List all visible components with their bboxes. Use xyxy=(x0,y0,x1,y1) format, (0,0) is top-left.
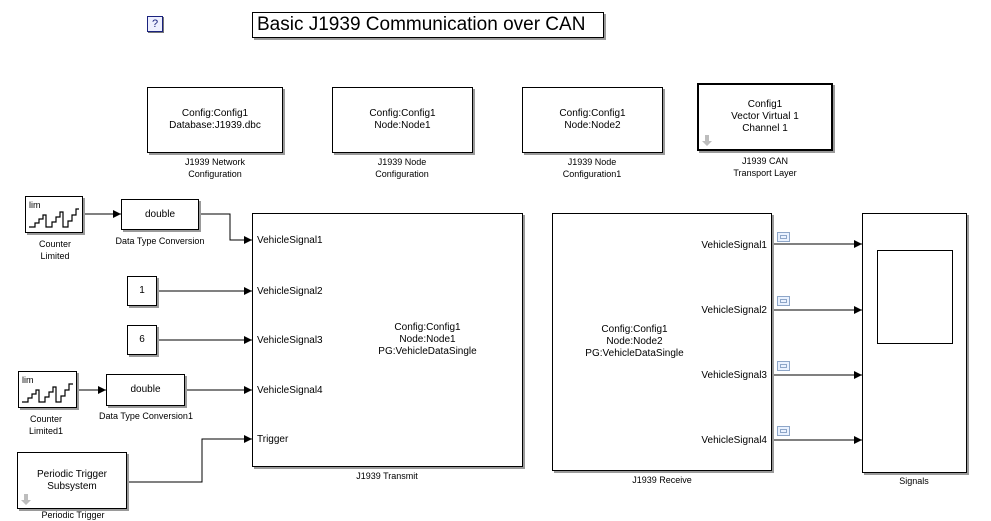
block-text: Node:Node2 xyxy=(606,336,663,347)
transmit-input-port: VehicleSignal1 xyxy=(257,235,323,246)
j1939-node-config1-block[interactable]: Config:Config1 Node:Node2 xyxy=(522,87,663,153)
receive-output-port: VehicleSignal3 xyxy=(701,370,767,381)
j1939-node-config-block[interactable]: Config:Config1 Node:Node1 xyxy=(332,87,473,153)
block-text: Config1 xyxy=(747,99,783,110)
counter-limited-caption: Counter Limited xyxy=(38,239,72,261)
receive-output-port: VehicleSignal4 xyxy=(701,435,767,446)
block-text: Node:Node1 xyxy=(374,120,431,131)
transmit-input-port: VehicleSignal2 xyxy=(257,286,323,297)
j1939-network-config-block[interactable]: Config:Config1 Database:J1939.dbc xyxy=(147,87,283,153)
block-text: Database:J1939.dbc xyxy=(169,120,261,131)
block-text: 1 xyxy=(139,285,145,296)
wire-dtc1-transmit xyxy=(199,213,252,244)
j1939-node-config-caption: J1939 Node Configuration xyxy=(375,157,429,179)
help-button[interactable]: ? xyxy=(147,16,163,32)
block-text: Channel 1 xyxy=(742,123,788,134)
signals-scope-block[interactable] xyxy=(862,213,967,473)
periodic-trigger-caption: Periodic Trigger xyxy=(41,510,105,520)
block-text: Config:Config1 xyxy=(601,324,668,335)
block-text: Config:Config1 xyxy=(394,322,461,333)
wire-periodic-trigger xyxy=(127,435,252,483)
block-text: Config:Config1 xyxy=(559,108,626,119)
transmit-input-port: VehicleSignal3 xyxy=(257,335,323,346)
constant-6-block[interactable]: 6 xyxy=(127,325,157,355)
subsystem-link-icon xyxy=(21,494,31,505)
model-title: Basic J1939 Communication over CAN xyxy=(252,12,604,38)
j1939-receive-caption: J1939 Receive xyxy=(632,475,692,485)
counter-limited1-caption: Counter Limited1 xyxy=(28,414,64,436)
block-text: PG:VehicleDataSingle xyxy=(378,346,477,357)
j1939-transmit-block[interactable]: VehicleSignal1 VehicleSignal2 VehicleSig… xyxy=(252,213,523,467)
j1939-node-config1-caption: J1939 Node Configuration1 xyxy=(562,157,622,179)
data-type-conversion1-block[interactable]: double xyxy=(106,374,185,406)
lim-label: lim xyxy=(22,375,34,385)
block-text: Vector Virtual 1 xyxy=(731,111,799,122)
signals-scope-caption: Signals xyxy=(899,476,929,486)
block-text: Node:Node1 xyxy=(399,334,456,345)
transmit-trigger-port: Trigger xyxy=(257,434,289,445)
constant-1-block[interactable]: 1 xyxy=(127,276,157,306)
block-text: Subsystem xyxy=(47,480,97,492)
data-type-conversion-block[interactable]: double xyxy=(121,199,199,230)
staircase-icon: lim xyxy=(22,375,73,403)
receive-output-port: VehicleSignal1 xyxy=(701,240,767,251)
block-text: 6 xyxy=(139,334,145,345)
signal-viewer-icon[interactable] xyxy=(777,361,790,371)
data-type-conversion-caption: Data Type Conversion xyxy=(115,236,205,246)
j1939-receive-block[interactable]: VehicleSignal1 VehicleSignal2 VehicleSig… xyxy=(552,213,772,471)
signal-viewer-icon[interactable] xyxy=(777,232,790,242)
j1939-can-transport-caption: J1939 CAN Transport Layer xyxy=(733,156,797,178)
signal-viewer-icon[interactable] xyxy=(777,426,790,436)
periodic-trigger-subsystem-block[interactable]: Periodic Trigger Subsystem xyxy=(17,452,127,509)
transmit-input-port: VehicleSignal4 xyxy=(257,385,323,396)
counter-limited-block[interactable]: lim xyxy=(25,196,83,233)
signal-viewer-icon[interactable] xyxy=(777,296,790,306)
counter-limited1-block[interactable]: lim xyxy=(18,371,77,408)
block-text: Node:Node2 xyxy=(564,120,621,131)
staircase-icon: lim xyxy=(29,200,79,228)
block-text: Periodic Trigger xyxy=(36,468,108,480)
block-text: double xyxy=(144,208,176,220)
block-text: Config:Config1 xyxy=(181,108,249,119)
block-text: Config:Config1 xyxy=(369,108,436,119)
library-link-icon xyxy=(702,135,712,146)
scope-screen-icon xyxy=(877,250,953,344)
lim-label: lim xyxy=(29,200,41,210)
data-type-conversion1-caption: Data Type Conversion1 xyxy=(99,411,193,421)
block-text: PG:VehicleDataSingle xyxy=(585,348,684,359)
j1939-transmit-caption: J1939 Transmit xyxy=(356,471,418,481)
block-text: double xyxy=(130,384,161,395)
receive-output-port: VehicleSignal2 xyxy=(701,305,767,316)
j1939-can-transport-block[interactable]: Config1 Vector Virtual 1 Channel 1 xyxy=(697,83,833,151)
j1939-network-config-caption: J1939 Network Configuration xyxy=(184,157,246,179)
